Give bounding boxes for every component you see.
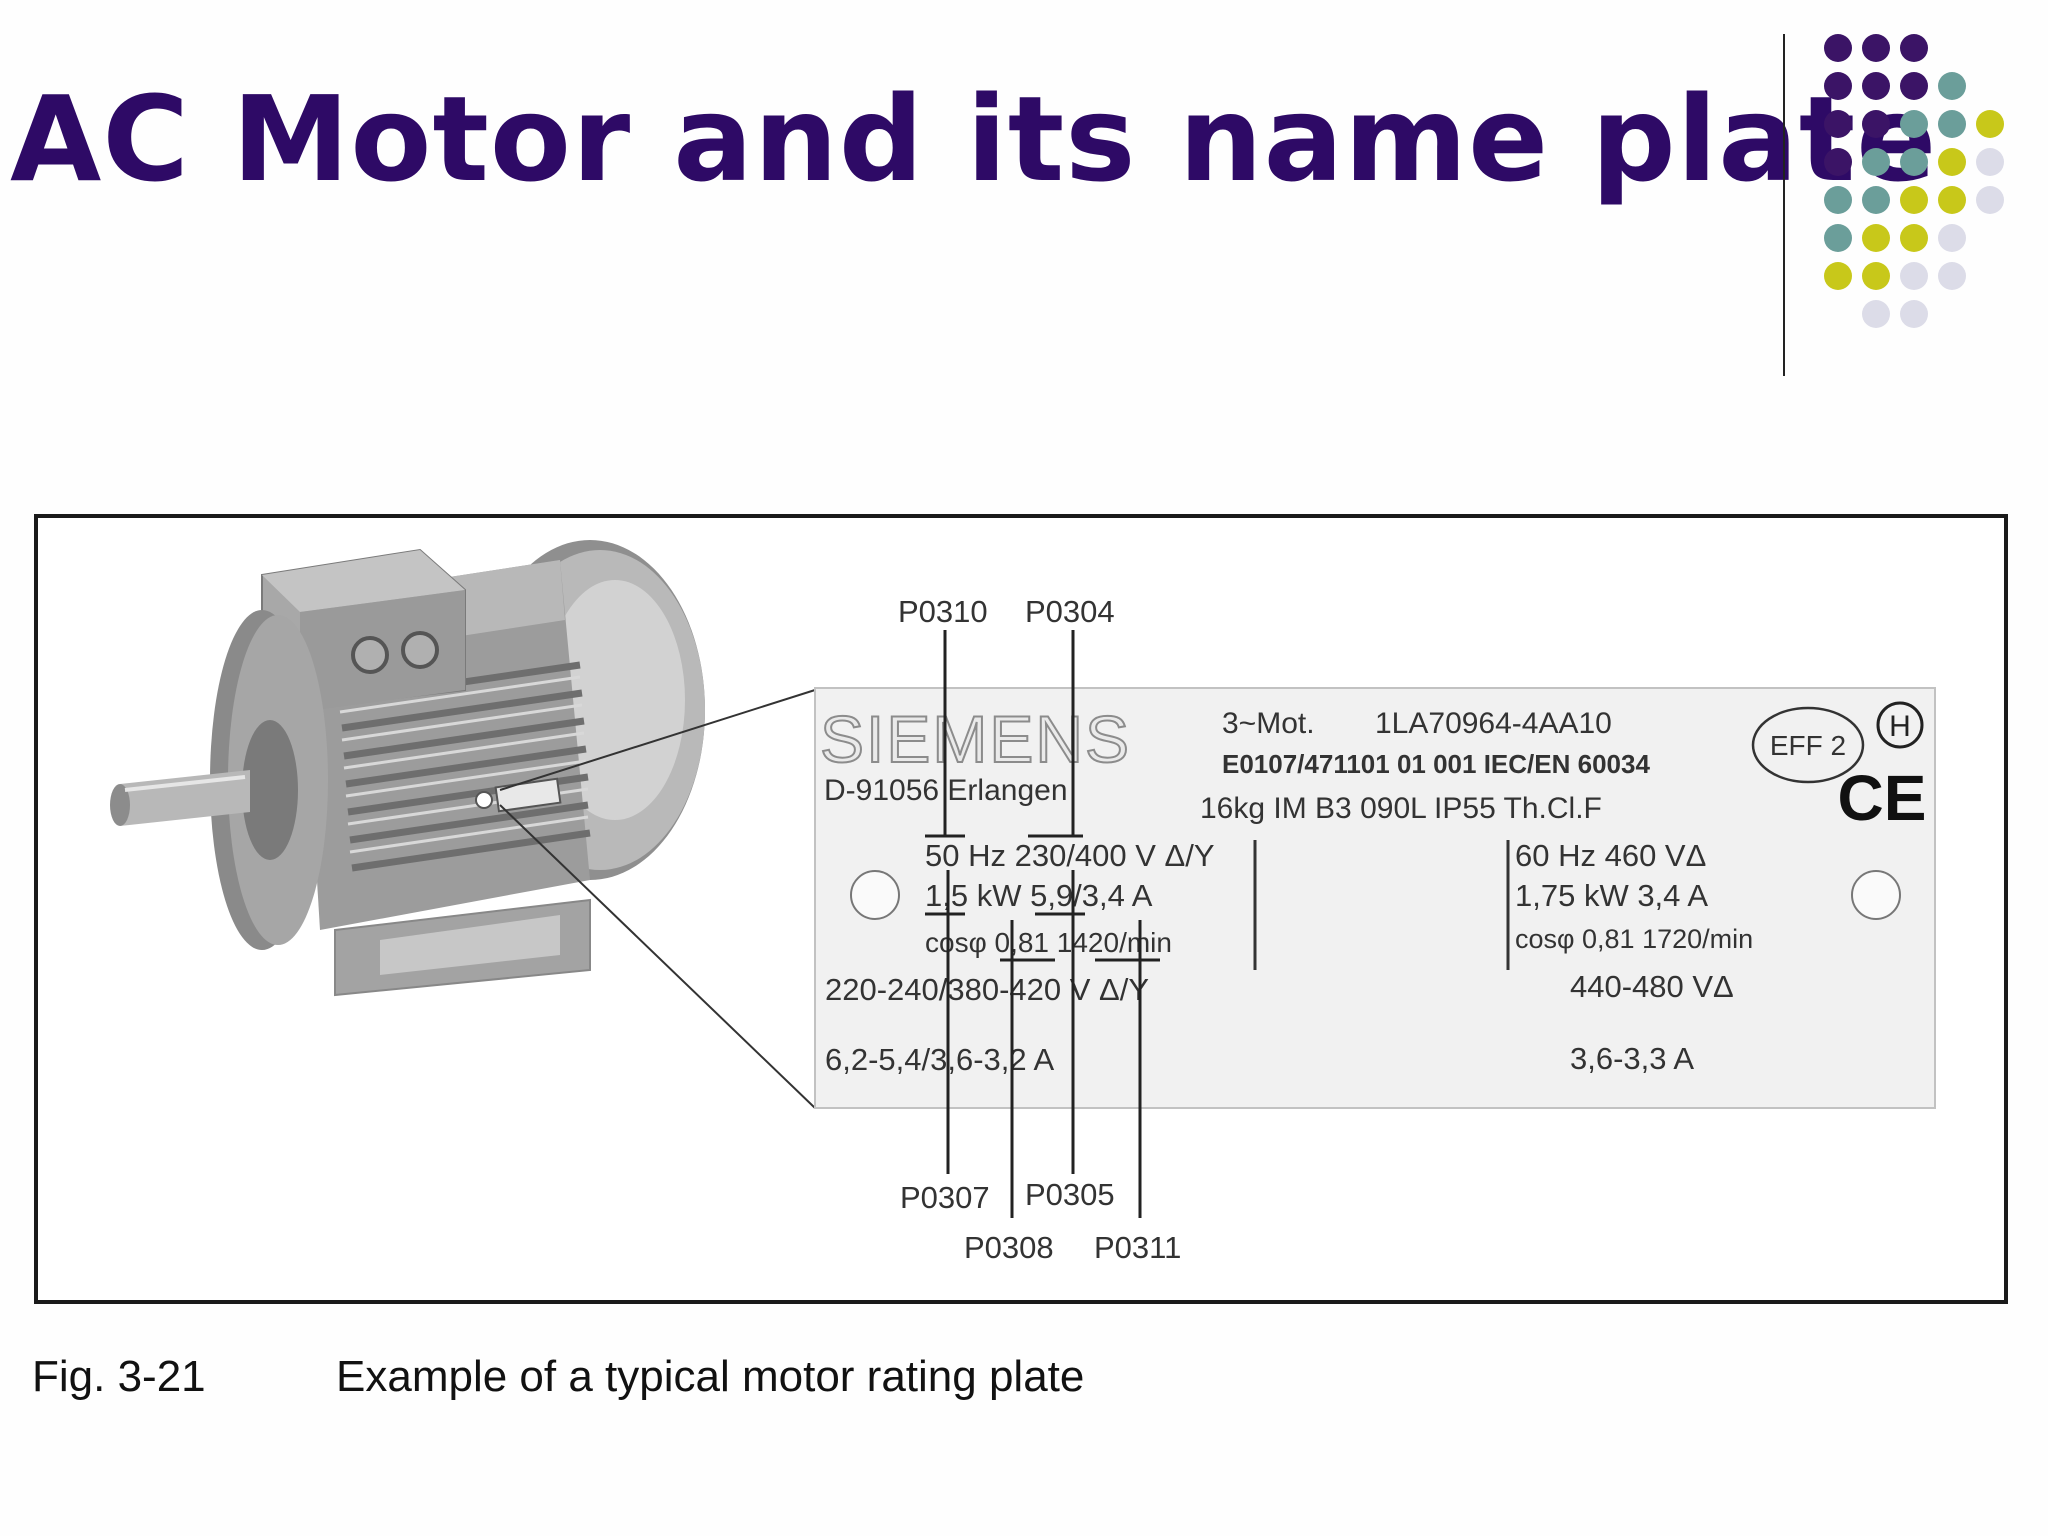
decorative-dot <box>1824 110 1852 138</box>
decorative-dot <box>1862 72 1890 100</box>
decorative-dot <box>1900 110 1928 138</box>
param-label: P0307 <box>900 1180 990 1215</box>
decorative-dot <box>1976 186 2004 214</box>
svg-text:H: H <box>1889 710 1911 743</box>
param-label: P0311 <box>1094 1230 1181 1265</box>
decorative-dot <box>1862 34 1890 62</box>
decorative-dot <box>1938 148 1966 176</box>
specs-line: 16kg IM B3 090L IP55 Th.Cl.F <box>1200 792 1602 825</box>
decorative-dot <box>1900 148 1928 176</box>
parameter-leader-lines <box>925 630 1160 1218</box>
motor-illustration <box>110 540 705 997</box>
decorative-dot <box>1938 186 1966 214</box>
ce-mark: CE <box>1838 762 1927 834</box>
rating-60hz-line5: 3,6-3,3 A <box>1570 1041 1694 1076</box>
decorative-dot <box>1900 186 1928 214</box>
decorative-dot <box>1862 224 1890 252</box>
decorative-dot <box>1862 300 1890 328</box>
param-label: P0308 <box>964 1230 1054 1265</box>
rating-50hz-line5: 6,2-5,4/3,6-3,2 A <box>825 1042 1055 1077</box>
rating-50hz-line3: cosφ 0,81 1420/min <box>925 927 1172 958</box>
decorative-dot <box>1824 72 1852 100</box>
mounting-hole-left <box>850 870 900 920</box>
rating-60hz-line4: 440-480 VΔ <box>1570 969 1734 1004</box>
rating-50hz-line1: 50 Hz 230/400 V Δ/Y <box>925 838 1215 873</box>
decorative-dot <box>1862 148 1890 176</box>
decorative-dot <box>1824 148 1852 176</box>
decorative-dot <box>1976 110 2004 138</box>
param-label: P0304 <box>1025 594 1115 629</box>
figure-caption-number: Fig. 3-21 <box>32 1352 206 1401</box>
decorative-dot <box>1938 224 1966 252</box>
serial-line: E0107/471101 01 001 IEC/EN 60034 <box>1222 749 1650 779</box>
slide-title: AC Motor and its name plate <box>10 70 1938 208</box>
brand-logo: SIEMENS <box>820 702 1131 776</box>
mounting-hole-right <box>1851 870 1901 920</box>
decorative-dot <box>1900 224 1928 252</box>
figure-caption-text: Example of a typical motor rating plate <box>336 1352 1085 1401</box>
zoom-line-top <box>499 689 816 791</box>
decorative-dot <box>1862 186 1890 214</box>
decorative-dot <box>1900 72 1928 100</box>
decorative-dot <box>1862 262 1890 290</box>
decorative-dot <box>1862 110 1890 138</box>
decorative-dot <box>1976 148 2004 176</box>
decorative-dot <box>1938 262 1966 290</box>
decorative-dot <box>1900 300 1928 328</box>
decorative-dot <box>1938 72 1966 100</box>
h-mark <box>1876 701 1924 749</box>
decorative-dot <box>1900 262 1928 290</box>
rating-60hz-line3: cosφ 0,81 1720/min <box>1515 924 1753 954</box>
eff-label: EFF 2 <box>1770 730 1846 761</box>
rating-60hz-line1: 60 Hz 460 VΔ <box>1515 838 1706 873</box>
eff-badge <box>1751 706 1865 784</box>
rating-60hz-line2: 1,75 kW 3,4 A <box>1515 878 1708 913</box>
rating-50hz-line4: 220-240/380-420 V Δ/Y <box>825 972 1149 1007</box>
motor-type: 3~Mot. <box>1222 707 1315 740</box>
decorative-dot <box>1824 34 1852 62</box>
title-divider <box>1783 34 1785 376</box>
decorative-dot <box>1938 110 1966 138</box>
decorative-dot <box>1900 34 1928 62</box>
decorative-dot <box>1824 186 1852 214</box>
rating-50hz-line2: 1,5 kW 5,9/3,4 A <box>925 878 1153 913</box>
zoom-line-bottom <box>499 804 816 1109</box>
param-label: P0310 <box>898 594 988 629</box>
decorative-dot <box>1824 262 1852 290</box>
order-number: 1LA70964-4AA10 <box>1375 707 1612 740</box>
nameplate <box>814 687 1936 1109</box>
param-label: P0305 <box>1025 1177 1115 1212</box>
decorative-dot <box>1824 224 1852 252</box>
